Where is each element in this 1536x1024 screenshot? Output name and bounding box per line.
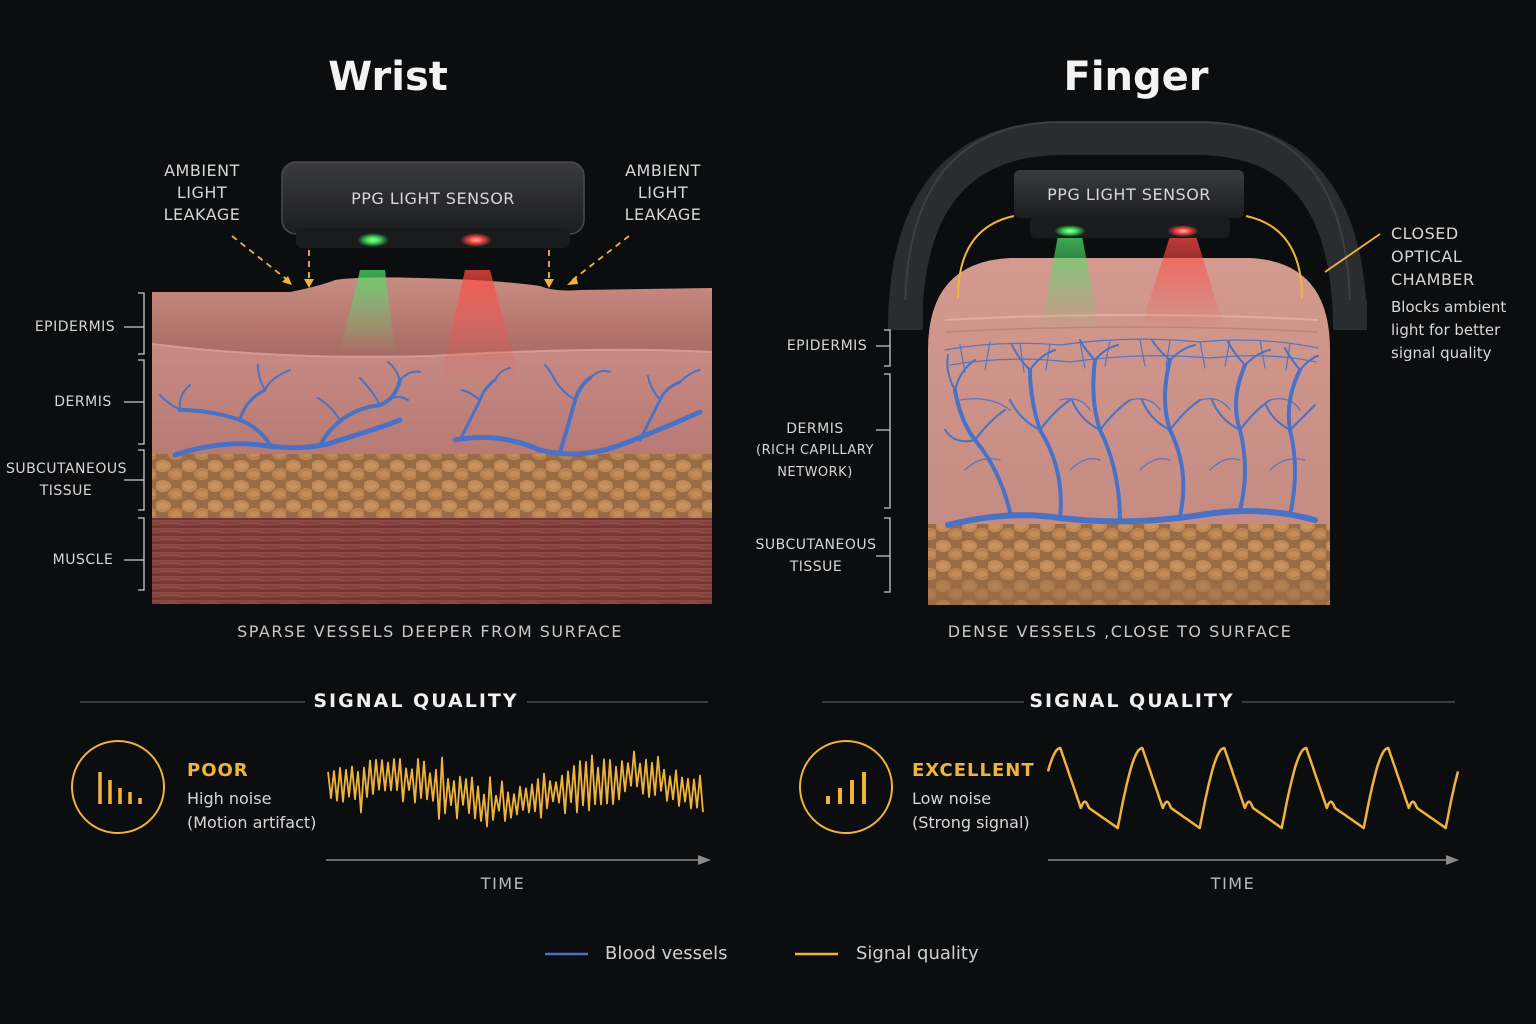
excellent-quality-label: EXCELLENT: [912, 760, 1035, 781]
wrist-label-epidermis: EPIDERMIS: [34, 319, 116, 335]
poor-quality-description: High noise(Motion artifact): [187, 789, 317, 832]
chamber-pointer-line: [1324, 233, 1381, 273]
poor-quality-label: POOR: [187, 760, 249, 781]
finger-blood-vessels: [944, 338, 1319, 528]
excellent-signal-waveform: [1046, 746, 1460, 830]
legend-signal-label: Signal quality: [856, 943, 979, 964]
wrist-green-beam: [340, 270, 395, 352]
finger-label-epidermis: EPIDERMIS: [786, 338, 868, 354]
poor-signal-waveform: [327, 750, 704, 828]
wrist-blood-vessels: [159, 361, 703, 458]
wrist-tissue-block: [151, 277, 713, 604]
wrist-ppg-sensor: [281, 161, 585, 248]
wrist-title: Wrist: [328, 54, 448, 100]
wrist-red-beam: [440, 270, 520, 380]
finger-label-dermis: DERMIS (RICH CAPILLARY NETWORK): [756, 421, 874, 480]
wrist-muscle-layer: [152, 516, 712, 604]
wrist-caption: SPARSE VESSELS DEEPER FROM SURFACE: [237, 622, 623, 641]
finger-green-beam: [1040, 236, 1100, 330]
wrist-signal-quality-title: SIGNAL QUALITY: [313, 690, 519, 712]
wrist-fat-layer: [152, 452, 712, 518]
wrist-label-dermis: DERMIS: [54, 394, 112, 410]
finger-signal-quality-title: SIGNAL QUALITY: [1029, 690, 1235, 712]
wrist-epidermis-layer: [152, 277, 712, 357]
finger-tissue-block: [928, 258, 1330, 605]
wrist-label-muscle: MUSCLE: [52, 552, 114, 568]
finger-time-arrow: [1446, 855, 1459, 865]
wrist-layer-brackets: [124, 292, 145, 591]
legend-vessels-label: Blood vessels: [605, 943, 728, 964]
finger-time-label: TIME: [1210, 874, 1256, 893]
finger-sensor-label: PPG LIGHT SENSOR: [1047, 185, 1211, 204]
finger-layer-brackets: [876, 329, 891, 593]
wrist-time-label: TIME: [480, 874, 526, 893]
finger-red-beam: [1140, 236, 1225, 330]
wrist-dermis-layer: [152, 344, 712, 454]
wrist-sensor-label: PPG LIGHT SENSOR: [351, 189, 515, 208]
wrist-ambient-arrows: [231, 235, 630, 283]
excellent-signal-icon: [799, 740, 893, 834]
wrist-time-arrow: [698, 855, 711, 865]
excellent-quality-description: Low noise(Strong signal): [912, 789, 1030, 832]
finger-title: Finger: [1063, 54, 1209, 100]
finger-caption: DENSE VESSELS ,CLOSE TO SURFACE: [947, 622, 1293, 641]
poor-signal-icon: [71, 740, 165, 834]
finger-clip-chamber: [888, 121, 1367, 331]
